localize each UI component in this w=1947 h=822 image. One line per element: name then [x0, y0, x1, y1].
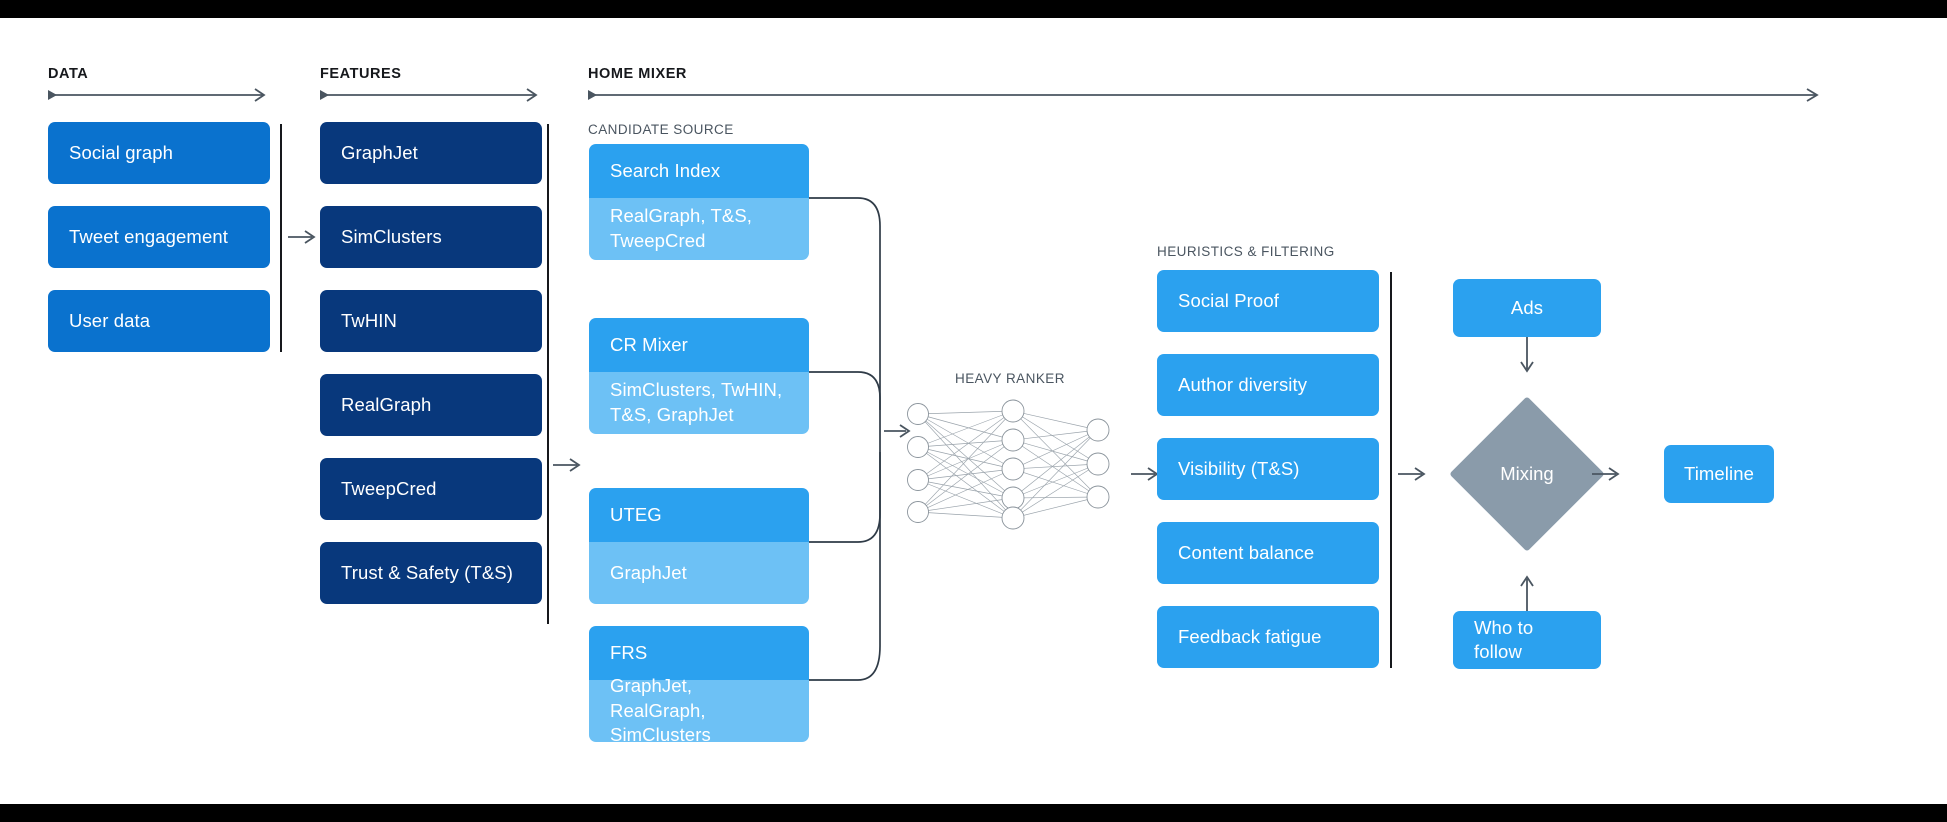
feature-card-label: Trust & Safety (T&S)	[341, 561, 513, 583]
candidate-source-features: RealGraph, T&S, TweepCred	[589, 198, 809, 260]
arrow-data-to-features	[288, 230, 316, 244]
data-card-label: Tweet engagement	[69, 225, 228, 247]
feature-card-realgraph[interactable]: RealGraph	[320, 374, 542, 436]
mixing-diamond[interactable]: Mixing	[1449, 396, 1605, 552]
arrow-features-to-candidate-source	[553, 458, 581, 472]
heavy-ranker-caption: HEAVY RANKER	[955, 371, 1065, 386]
feature-card-trust-safety[interactable]: Trust & Safety (T&S)	[320, 542, 542, 604]
candidate-source-features: SimClusters, TwHIN, T&S, GraphJet	[589, 372, 809, 434]
candidate-source-name: UTEG	[589, 488, 809, 542]
candidate-source-search-index[interactable]: Search Index RealGraph, T&S, TweepCred	[589, 144, 809, 260]
candidate-source-name: Search Index	[589, 144, 809, 198]
home-mixer-section-rule	[588, 88, 1819, 102]
arrow-mixing-to-timeline	[1592, 467, 1620, 481]
pipeline-diagram: DATA FEATURES HOME MIXER CANDIDATE SOURC…	[0, 18, 1947, 804]
feature-card-simclusters[interactable]: SimClusters	[320, 206, 542, 268]
arrow-ads-to-mixing	[1520, 337, 1534, 373]
section-title-home-mixer: HOME MIXER	[588, 66, 687, 82]
output-card-ads[interactable]: Ads	[1453, 279, 1601, 337]
heuristic-card-label: Feedback fatigue	[1178, 625, 1322, 647]
divider-heuristics-mixing	[1390, 272, 1392, 668]
heuristic-card-content-balance[interactable]: Content balance	[1157, 522, 1379, 584]
candidate-source-name: FRS	[589, 626, 809, 680]
data-card-user-data[interactable]: User data	[48, 290, 270, 352]
output-card-label: Who to follow	[1474, 616, 1534, 662]
heavy-ranker-network	[907, 399, 1110, 530]
output-card-label: Timeline	[1683, 462, 1755, 484]
output-card-who-to-follow[interactable]: Who to follow	[1453, 611, 1601, 669]
heuristic-card-label: Content balance	[1178, 541, 1315, 563]
features-section-rule	[320, 88, 538, 102]
feature-card-label: RealGraph	[341, 393, 432, 415]
data-card-social-graph[interactable]: Social graph	[48, 122, 270, 184]
section-title-data: DATA	[48, 66, 89, 82]
data-card-tweet-engagement[interactable]: Tweet engagement	[48, 206, 270, 268]
arrow-heuristics-to-mixing	[1398, 467, 1426, 481]
candidate-source-cr-mixer[interactable]: CR Mixer SimClusters, TwHIN, T&S, GraphJ…	[589, 318, 809, 434]
feature-card-label: TweepCred	[341, 477, 437, 499]
feature-card-tweepcred[interactable]: TweepCred	[320, 458, 542, 520]
candidate-source-uteg[interactable]: UTEG GraphJet	[589, 488, 809, 604]
feature-card-label: SimClusters	[341, 225, 442, 247]
output-card-label: Ads	[1510, 296, 1544, 318]
candidate-source-features: GraphJet	[589, 542, 809, 604]
heuristic-card-social-proof[interactable]: Social Proof	[1157, 270, 1379, 332]
feature-card-label: TwHIN	[341, 309, 397, 331]
candidate-source-frs[interactable]: FRS GraphJet, RealGraph, SimClusters	[589, 626, 809, 742]
data-card-label: Social graph	[69, 141, 174, 163]
heuristic-card-label: Social Proof	[1178, 289, 1279, 311]
arrow-who-to-follow-to-mixing	[1520, 575, 1534, 611]
candidate-source-name: CR Mixer	[589, 318, 809, 372]
output-card-timeline[interactable]: Timeline	[1664, 445, 1774, 503]
data-section-rule	[48, 88, 266, 102]
heuristic-card-label: Visibility (T&S)	[1178, 457, 1300, 479]
mixing-label: Mixing	[1500, 463, 1554, 484]
feature-card-twhin[interactable]: TwHIN	[320, 290, 542, 352]
heuristic-card-author-diversity[interactable]: Author diversity	[1157, 354, 1379, 416]
candidate-source-features: GraphJet, RealGraph, SimClusters	[589, 675, 809, 742]
data-card-label: User data	[69, 309, 151, 331]
heuristic-card-visibility[interactable]: Visibility (T&S)	[1157, 438, 1379, 500]
section-title-features: FEATURES	[320, 66, 402, 82]
divider-data-features	[280, 124, 282, 352]
divider-features-home-mixer	[547, 124, 549, 624]
subsection-title-candidate-source: CANDIDATE SOURCE	[588, 122, 734, 137]
heuristic-card-feedback-fatigue[interactable]: Feedback fatigue	[1157, 606, 1379, 668]
heuristic-card-label: Author diversity	[1178, 373, 1308, 395]
feature-card-graphjet[interactable]: GraphJet	[320, 122, 542, 184]
subsection-title-heuristics: HEURISTICS & FILTERING	[1157, 244, 1335, 259]
connector-candidate-sources-to-heavy-ranker	[809, 197, 911, 681]
feature-card-label: GraphJet	[341, 141, 418, 163]
